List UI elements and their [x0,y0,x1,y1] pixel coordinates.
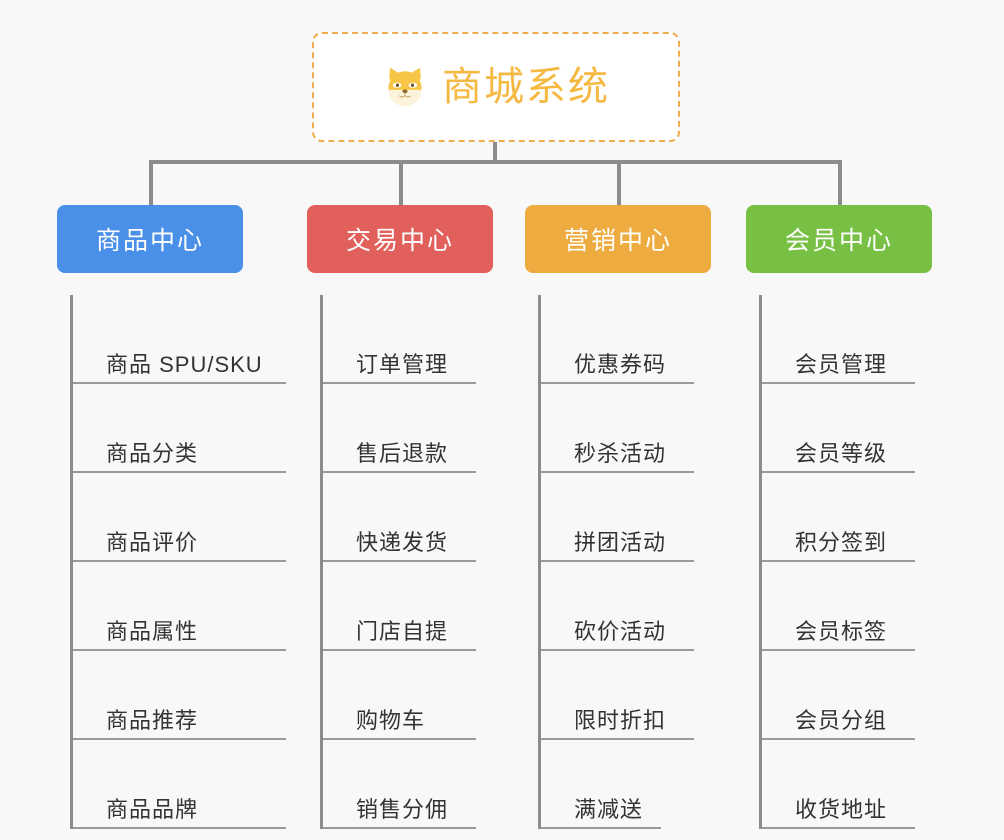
list-item[interactable]: 快递发货 [323,473,476,562]
item-list-trade-center: 订单管理 售后退款 快递发货 门店自提 购物车 销售分佣 [320,295,476,829]
dog-face-icon [382,64,428,110]
list-item[interactable]: 商品品牌 [73,740,286,829]
list-item[interactable]: 会员分组 [762,651,915,740]
item-label: 会员等级 [795,440,888,466]
column-product-center: 商品中心 商品 SPU/SKU 商品分类 商品评价 商品属性 商品推荐 商品品牌 [57,205,286,829]
item-label: 商品分类 [106,440,199,466]
list-item[interactable]: 商品属性 [73,562,286,651]
list-item[interactable]: 积分签到 [762,473,915,562]
item-label: 购物车 [356,707,426,733]
root-title: 商城系统 [442,65,610,109]
item-label: 商品 SPU/SKU [106,351,263,377]
category-box-marketing-center[interactable]: 营销中心 [525,205,711,273]
item-label: 砍价活动 [574,618,667,644]
item-label: 限时折扣 [574,707,667,733]
root-node-shop-system[interactable]: 商城系统 [312,32,680,142]
connector-stem [493,142,497,164]
item-list-member-center: 会员管理 会员等级 积分签到 会员标签 会员分组 收货地址 [759,295,915,829]
item-label: 会员标签 [795,618,888,644]
item-label: 积分签到 [795,529,888,555]
item-label: 商品评价 [106,529,199,555]
list-item[interactable]: 商品分类 [73,384,286,473]
list-item[interactable]: 销售分佣 [323,740,476,829]
item-label: 会员分组 [795,707,888,733]
item-label: 会员管理 [795,351,888,377]
connector-drop-4 [838,160,842,206]
item-label: 拼团活动 [574,529,667,555]
item-label: 快递发货 [356,529,449,555]
item-label: 商品品牌 [106,796,199,822]
column-member-center: 会员中心 会员管理 会员等级 积分签到 会员标签 会员分组 收货地址 [746,205,932,829]
category-box-trade-center[interactable]: 交易中心 [307,205,493,273]
list-item[interactable]: 收货地址 [762,740,915,829]
item-label: 商品推荐 [106,707,199,733]
item-label: 门店自提 [356,618,449,644]
list-item[interactable]: 秒杀活动 [541,384,694,473]
list-item[interactable]: 商品推荐 [73,651,286,740]
list-item[interactable]: 限时折扣 [541,651,694,740]
list-item[interactable]: 砍价活动 [541,562,694,651]
list-item[interactable]: 满减送 [541,740,661,829]
list-item[interactable]: 商品 SPU/SKU [73,295,286,384]
item-label: 销售分佣 [356,796,449,822]
category-label: 营销中心 [563,227,672,255]
connector-drop-3 [617,160,621,206]
list-item[interactable]: 购物车 [323,651,476,740]
item-label: 商品属性 [106,618,199,644]
column-marketing-center: 营销中心 优惠券码 秒杀活动 拼团活动 砍价活动 限时折扣 满减送 [525,205,711,829]
category-label: 商品中心 [95,227,204,255]
category-box-member-center[interactable]: 会员中心 [746,205,932,273]
list-item[interactable]: 优惠券码 [541,295,694,384]
connector-drop-2 [399,160,403,206]
list-item[interactable]: 拼团活动 [541,473,694,562]
column-trade-center: 交易中心 订单管理 售后退款 快递发货 门店自提 购物车 销售分佣 [307,205,493,829]
connector-drop-1 [149,160,153,206]
item-label: 售后退款 [356,440,449,466]
item-label: 收货地址 [795,796,888,822]
list-item[interactable]: 商品评价 [73,473,286,562]
item-label: 秒杀活动 [574,440,667,466]
category-label: 会员中心 [784,227,893,255]
list-item[interactable]: 售后退款 [323,384,476,473]
category-label: 交易中心 [345,227,454,255]
list-item[interactable]: 门店自提 [323,562,476,651]
item-label: 优惠券码 [574,351,667,377]
list-item[interactable]: 会员标签 [762,562,915,651]
list-item[interactable]: 订单管理 [323,295,476,384]
item-label: 满减送 [574,796,644,822]
list-item[interactable]: 会员等级 [762,384,915,473]
item-label: 订单管理 [356,351,449,377]
item-list-product-center: 商品 SPU/SKU 商品分类 商品评价 商品属性 商品推荐 商品品牌 [70,295,286,829]
category-box-product-center[interactable]: 商品中心 [57,205,243,273]
connector-bar [149,160,842,164]
item-list-marketing-center: 优惠券码 秒杀活动 拼团活动 砍价活动 限时折扣 满减送 [538,295,694,829]
list-item[interactable]: 会员管理 [762,295,915,384]
